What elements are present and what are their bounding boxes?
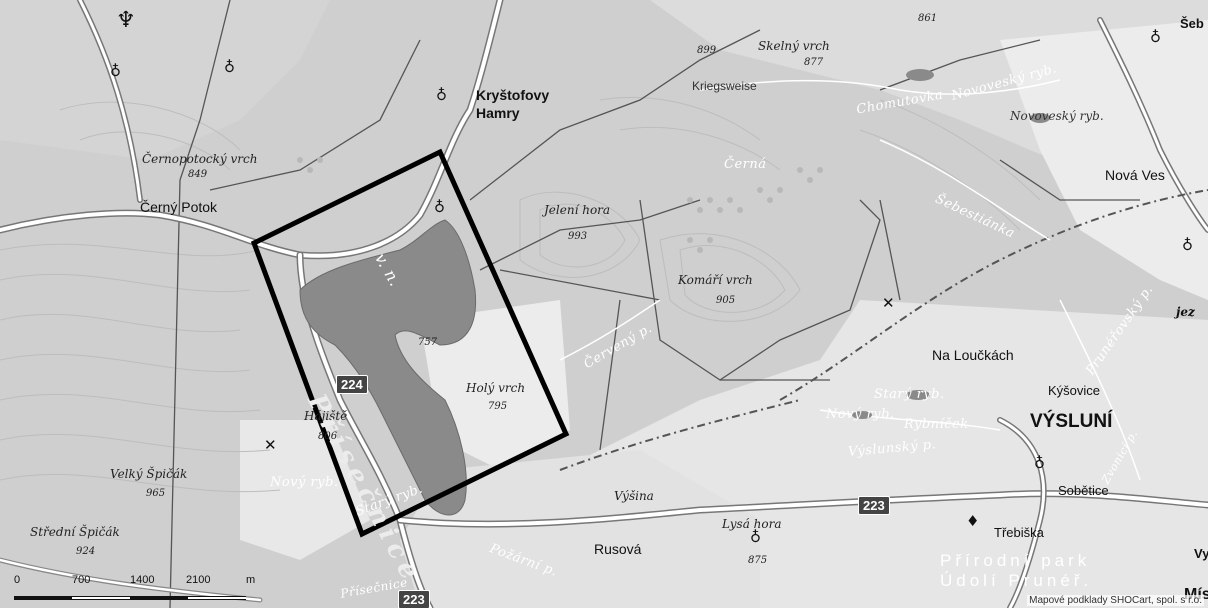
scale-bar: 0 700 1400 2100 m: [14, 574, 264, 604]
peak-lysa: Lysá hora: [722, 517, 782, 531]
peak-holy-elevation: 795: [488, 401, 508, 412]
place-nova-ves: Nová Ves: [1105, 167, 1165, 183]
church-icon[interactable]: ♁: [110, 62, 121, 80]
scale-label-700: 700: [72, 574, 91, 586]
pond-rybnicek: Rybníček: [904, 417, 969, 432]
place-trebiska: Třebiška: [994, 525, 1044, 540]
place-na-louckach: Na Loučkách: [932, 347, 1014, 363]
scale-label-0: 0: [14, 574, 21, 586]
peak-899-elevation: 899: [697, 45, 717, 56]
peak-velky-spicak-elevation: 965: [146, 488, 166, 499]
place-edge-seb: Šeb: [1180, 16, 1204, 31]
church-icon[interactable]: ♁: [1150, 28, 1161, 46]
peak-skelny: Skelný vrch: [758, 39, 830, 53]
peak-hajiste-elevation: 806: [318, 431, 338, 442]
peak-skelny-elevation: 877: [804, 57, 824, 68]
viewpoint-icon[interactable]: ♁: [434, 198, 445, 216]
place-kriegsweise: Kriegsweise: [692, 79, 757, 93]
peak-stredni-spicak: Střední Špičák: [30, 525, 120, 539]
peak-jeleni: Jelení hora: [544, 203, 611, 217]
peak-holy: Holý vrch: [466, 381, 526, 395]
peak-velky-spicak: Velký Špičák: [110, 467, 188, 481]
park-name-line1: Přírodní park: [940, 551, 1091, 570]
place-cerny-potok: Černý Potok: [140, 199, 218, 215]
peak-cernopotocky-elevation: 849: [188, 169, 208, 180]
peak-komari: Komáří vrch: [678, 273, 753, 287]
scale-segment-3: [130, 596, 188, 600]
peak-jeleni-elevation: 993: [568, 231, 588, 242]
place-kysovice: Kýšovice: [1048, 383, 1101, 398]
scale-label-unit: m: [246, 574, 256, 586]
place-krystofovy-hamry-line2: Hamry: [476, 105, 520, 121]
scale-segment-1: [14, 596, 72, 600]
church-icon[interactable]: ♁: [1034, 454, 1045, 472]
place-sobetice: Sobětice: [1058, 483, 1109, 498]
road-shield-223-south: 223: [398, 590, 430, 608]
church-icon[interactable]: ♁: [750, 528, 761, 546]
place-krystofovy-hamry-line1: Kryštofovy: [476, 87, 550, 103]
weir-jez: jez: [1176, 305, 1195, 319]
church-icon[interactable]: ♁: [436, 86, 447, 104]
peak-757-elevation: 757: [418, 337, 438, 348]
mine-icon[interactable]: ✕: [264, 436, 277, 454]
mine-icon[interactable]: ✕: [882, 294, 895, 312]
church-icon[interactable]: ♁: [224, 58, 235, 76]
map-copyright[interactable]: Mapové podklady SHOCart, spol. s r.o.: [1027, 595, 1204, 606]
peak-lysa-elevation: 875: [748, 555, 768, 566]
road-shield-223-east: 223: [858, 496, 890, 515]
scale-segment-4: [188, 596, 246, 600]
pond-novy-west: Nový ryb.: [270, 475, 339, 490]
peak-cernopotocky: Černopotocký vrch: [142, 152, 258, 166]
scale-label-1400: 1400: [130, 574, 155, 586]
pond-stary: Starý ryb.: [874, 387, 945, 402]
peak-861-elevation: 861: [918, 13, 938, 24]
place-vysluni: VÝSLUNÍ: [1030, 411, 1113, 432]
peak-stredni-spicak-elevation: 924: [76, 546, 96, 557]
place-vysina: Výšina: [614, 489, 654, 503]
scale-segment-2: [72, 596, 130, 600]
stream-cerna: Černá: [724, 157, 767, 172]
chapel-cluster-icon[interactable]: ♆: [116, 8, 136, 33]
pond-novy: Nový ryb.: [826, 407, 895, 422]
pond-novovesky-2: Novoveský ryb.: [1010, 109, 1104, 123]
scale-label-2100: 2100: [186, 574, 211, 586]
monument-icon[interactable]: ♦: [966, 512, 980, 530]
place-rusova: Rusová: [594, 541, 642, 557]
church-icon[interactable]: ♁: [1182, 236, 1193, 254]
road-shield-224: 224: [336, 375, 368, 394]
peak-komari-elevation: 905: [716, 295, 736, 306]
peak-hajiste: Hájiště: [304, 409, 348, 423]
place-edge-vy: Vy: [1194, 546, 1208, 561]
park-name-line2: Údolí Prunéř.: [940, 571, 1093, 590]
